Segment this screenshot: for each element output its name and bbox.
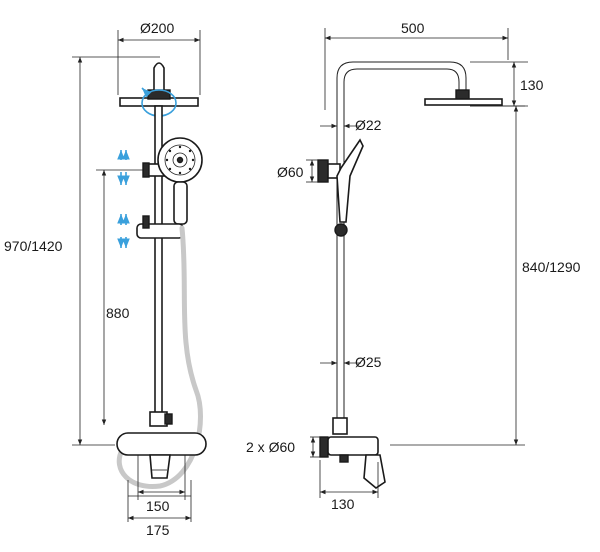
connector-diameter-label: Ø22 [355,117,382,133]
rain-shower-head-side [424,98,503,106]
slide-adjust-icon [117,150,130,248]
hand-shower-handle [173,181,188,225]
holder-clamp [317,159,329,183]
shower-hose [116,225,203,489]
head-drop-label: 130 [520,77,544,93]
head-diameter-label: Ø200 [140,20,174,36]
shower-arm [336,61,467,420]
diverter-side [332,417,348,435]
slider-knob [334,223,348,237]
wall-depth-label: 130 [331,496,355,512]
hand-shower-side [336,138,364,223]
rail-height-label: 840/1290 [522,259,581,275]
inlet-spacing-label: 150 [146,498,170,514]
mixer-lever [149,454,171,479]
holder-diameter-label: Ø60 [277,164,304,180]
flange-diameter-label: 2 x Ø60 [246,439,295,455]
lever-side [363,454,386,489]
shower-arm-stub [153,62,165,99]
mixer-body-side [327,436,379,456]
arm-length-label: 500 [401,20,425,36]
wall-flange [319,436,329,458]
mixer-width-label: 175 [146,522,170,538]
side-view: 500 130 Ø22 Ø60 840/1290 [246,20,581,512]
total-height-label: 970/1420 [4,238,63,254]
bar-height-label: 880 [106,305,130,321]
pipe-diameter-label: Ø25 [355,354,382,370]
thermostatic-mixer [116,432,207,456]
front-view: Ø200 970/1420 880 [4,20,207,538]
